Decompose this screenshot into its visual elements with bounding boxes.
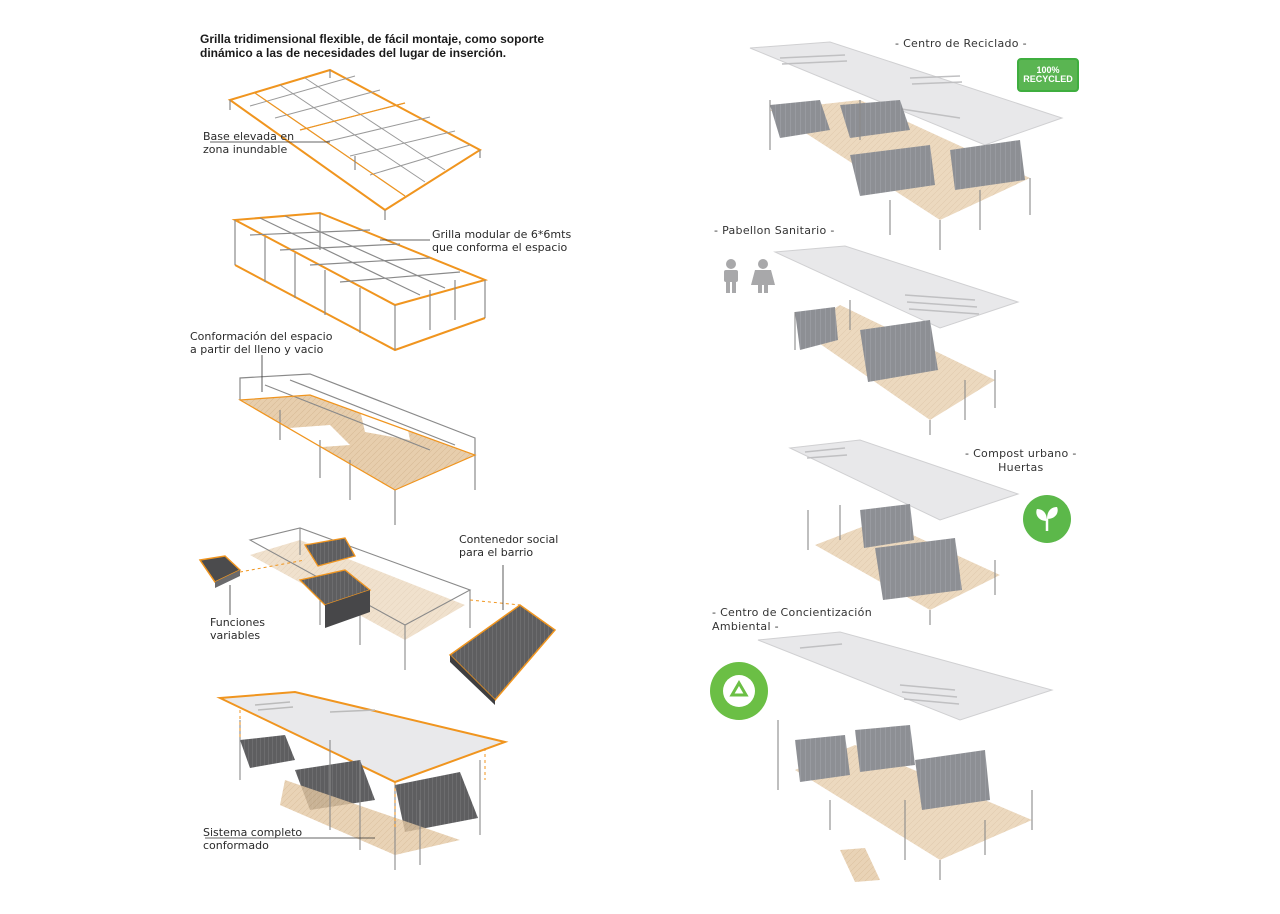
leaf-icon-glyph	[1036, 507, 1058, 531]
step4a-label-line2: variables	[210, 629, 261, 642]
step2-label-line1: Grilla modular de 6*6mts	[432, 228, 572, 241]
step3-label-line2: a partir del lleno y vacio	[190, 343, 324, 356]
step4b-label: Contenedor social para el barrio	[459, 533, 558, 559]
compost-title-line1: - Compost urbano -	[965, 447, 1077, 460]
step2-label: Grilla modular de 6*6mts que conforma el…	[432, 228, 571, 254]
step4a-label-line1: Funciones	[210, 616, 265, 629]
modular-frame-diagram	[231, 211, 489, 352]
environmental-awareness-center-diagram	[757, 631, 1054, 882]
step5-label-line1: Sistema completo	[203, 826, 303, 839]
recycled-badge-line2: RECYCLED	[1023, 74, 1073, 84]
step4a-label: Funciones variables	[210, 616, 265, 642]
urban-compost-title: - Compost urbano - Huertas	[965, 447, 1077, 475]
recycle-globe-icon	[710, 662, 768, 720]
step3-label-line1: Conformación del espacio	[190, 330, 333, 343]
sanitary-pavilion-diagram	[773, 245, 1020, 435]
step2-label-line2: que conforma el espacio	[432, 241, 568, 254]
recycling-center-diagram	[749, 41, 1064, 250]
recycle-globe-glyph	[723, 675, 755, 707]
step1-label-line1: Base elevada en	[203, 130, 295, 143]
compost-title-line2: Huertas	[998, 461, 1044, 474]
base-grid-diagram	[227, 68, 482, 220]
step4b-label-line1: Contenedor social	[459, 533, 559, 546]
awareness-center-title: - Centro de Concientización Ambiental -	[712, 606, 872, 634]
recycled-badge-icon: 100% RECYCLED	[1017, 58, 1079, 92]
complete-system-diagram	[216, 690, 509, 870]
step5-label: Sistema completo conformado	[203, 826, 302, 852]
step5-label-line2: conformado	[203, 839, 269, 852]
containers-diagram	[198, 527, 557, 705]
step4b-label-line2: para el barrio	[459, 546, 534, 559]
leaf-icon	[1023, 495, 1071, 543]
step1-label: Base elevada en zona inundable	[203, 130, 294, 156]
restroom-people-icon	[724, 259, 775, 293]
main-title: Grilla tridimensional flexible, de fácil…	[200, 32, 544, 60]
step1-label-line2: zona inundable	[203, 143, 288, 156]
sanitary-pavilion-title: - Pabellon Sanitario -	[714, 224, 835, 237]
urban-compost-diagram	[788, 439, 1020, 625]
space-conformation-diagram	[238, 373, 477, 525]
recycled-badge-line1: 100%	[1036, 65, 1060, 75]
awareness-title-line2: Ambiental -	[712, 620, 779, 633]
recycling-center-title: - Centro de Reciclado -	[895, 37, 1027, 50]
awareness-title-line1: - Centro de Concientización	[712, 606, 872, 619]
step3-label: Conformación del espacio a partir del ll…	[190, 330, 332, 356]
title-line-2: dinámico a las de necesidades del lugar …	[200, 46, 507, 60]
title-line-1: Grilla tridimensional flexible, de fácil…	[200, 32, 545, 46]
